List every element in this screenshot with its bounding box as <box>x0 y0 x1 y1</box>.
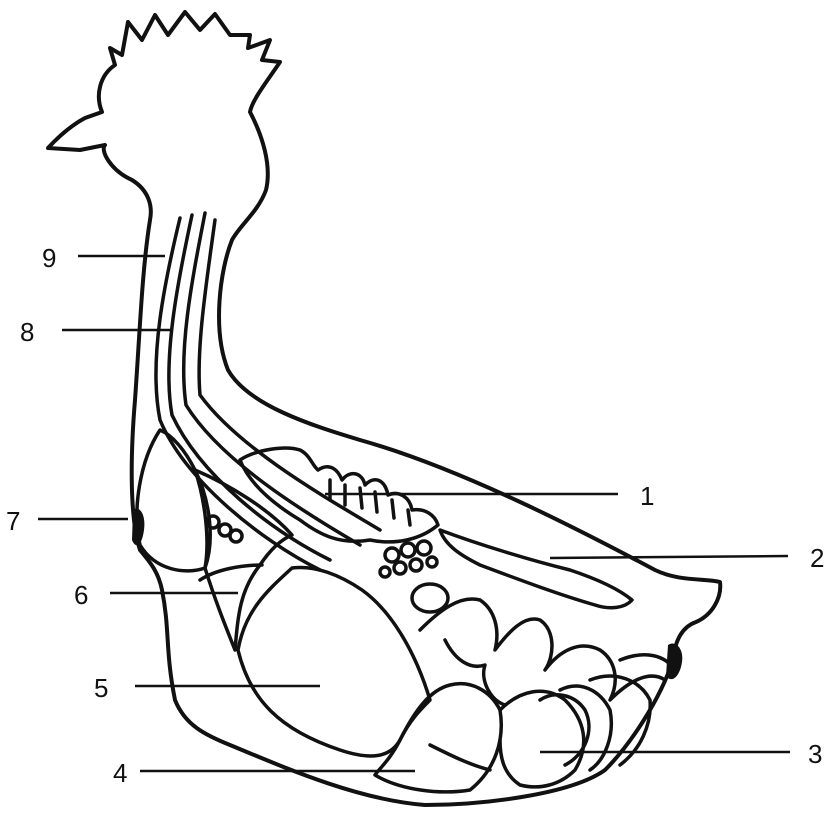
ovary-follicle-7 <box>427 557 437 567</box>
label-1: 1 <box>640 481 654 511</box>
heart-region <box>195 470 292 650</box>
neck-tube-2 <box>169 215 330 560</box>
ovary-follicle-2 <box>401 543 415 557</box>
label-3: 3 <box>808 739 822 769</box>
label-8: 8 <box>20 317 34 347</box>
label-5: 5 <box>94 673 108 703</box>
gizzard-inner <box>430 745 490 770</box>
gizzard <box>375 684 501 792</box>
ovary-follicle-6 <box>380 567 390 577</box>
crop <box>137 430 207 571</box>
dark-mark-vent <box>666 644 682 680</box>
ovary-large-follicle <box>412 584 448 612</box>
ovary-follicle-1 <box>385 548 399 562</box>
lung-lobes <box>330 480 410 525</box>
leader-line-2 <box>550 556 788 558</box>
intestine-loops-lower <box>500 691 584 787</box>
small-sac-3 <box>230 530 242 542</box>
dark-mark-breast <box>132 509 144 546</box>
label-2: 2 <box>810 543 824 573</box>
ovary-follicle-4 <box>394 562 406 574</box>
label-6: 6 <box>74 580 88 610</box>
label-4: 4 <box>113 758 127 788</box>
liver <box>238 567 430 756</box>
intestine-coil-2 <box>560 686 611 770</box>
ovary-follicle-5 <box>410 559 422 571</box>
label-7: 7 <box>6 506 20 536</box>
label-9: 9 <box>42 243 56 273</box>
ovary-follicle-3 <box>417 541 431 555</box>
